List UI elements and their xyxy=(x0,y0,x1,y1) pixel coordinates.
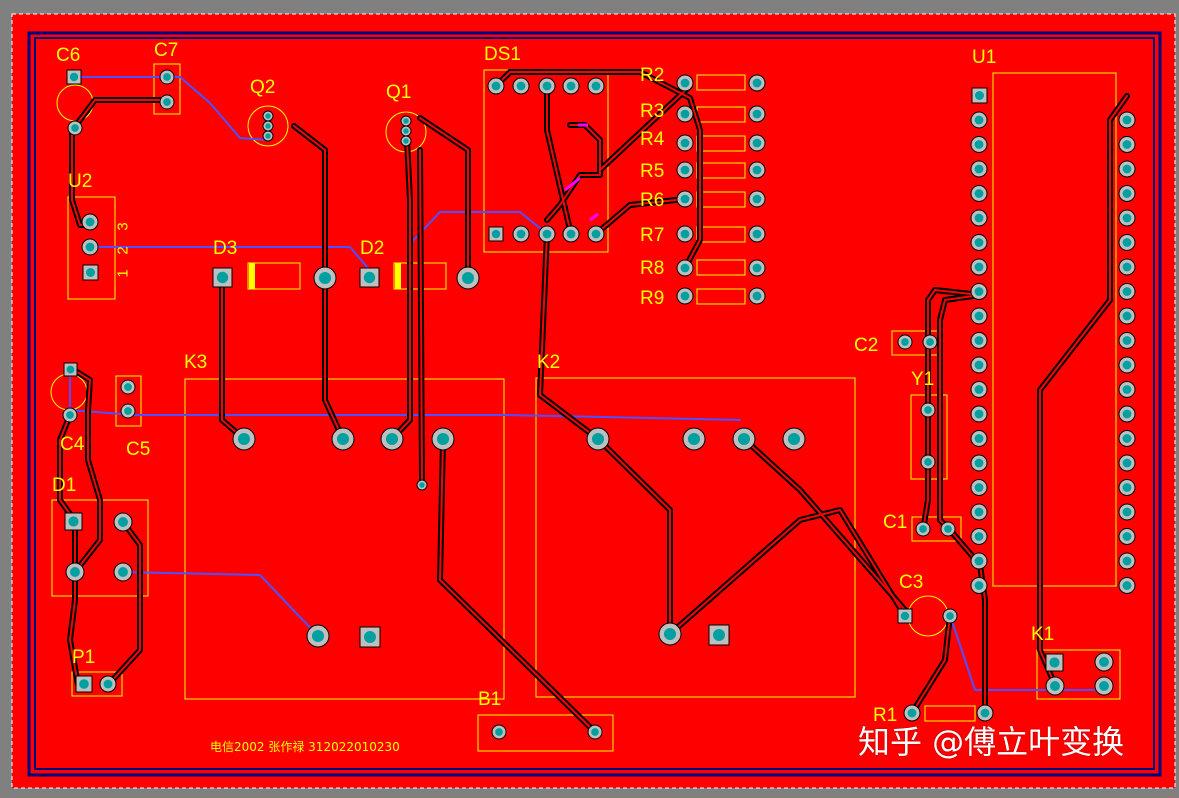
designator-r3: R3 xyxy=(640,101,665,122)
designator-c5: C5 xyxy=(126,439,151,460)
designator-r9: R9 xyxy=(640,288,665,309)
board-edge xyxy=(11,13,1176,789)
designator-r2: R2 xyxy=(640,65,665,86)
designator-r4: R4 xyxy=(640,129,665,150)
designator-d2: D2 xyxy=(360,238,385,259)
designator-ds1: DS1 xyxy=(484,44,521,65)
designator-q1: Q1 xyxy=(386,82,412,103)
designator-c4: C4 xyxy=(60,434,85,455)
designator-r5: R5 xyxy=(640,161,665,182)
designator-c2: C2 xyxy=(854,335,879,356)
keepout-outer xyxy=(27,31,1162,777)
designator-k3: K3 xyxy=(184,352,208,373)
designator-r8: R8 xyxy=(640,258,665,279)
top-tracks-fill xyxy=(59,71,1128,733)
designator-p1: P1 xyxy=(72,647,96,668)
credit-text: 电信2002 张作禄 312022010230 xyxy=(210,740,400,754)
pad-holes xyxy=(66,72,1132,736)
designator-u1: U1 xyxy=(972,47,997,68)
designator-c6: C6 xyxy=(56,45,81,66)
designator-r1: R1 xyxy=(873,705,898,726)
keepout-inner xyxy=(34,37,1155,770)
diode-cathode-bands xyxy=(249,263,401,289)
designator-c3: C3 xyxy=(899,572,924,593)
designator-q2: Q2 xyxy=(250,77,276,98)
designator-r6: R6 xyxy=(640,190,665,211)
designator-c7: C7 xyxy=(154,40,179,61)
square-pads xyxy=(63,69,1064,693)
magenta-segments xyxy=(564,123,599,222)
u2-pin-3-label: 3 xyxy=(114,222,132,231)
designator-d1: D1 xyxy=(52,475,77,496)
designator-c1: C1 xyxy=(883,512,908,533)
designator-b1: B1 xyxy=(478,689,502,710)
watermark: 知乎 @傅立叶变换 xyxy=(858,723,1125,761)
u2-pin-2-label: 2 xyxy=(114,246,132,255)
designator-k2: K2 xyxy=(537,352,561,373)
designator-u2: U2 xyxy=(68,171,93,192)
designator-r7: R7 xyxy=(640,225,665,246)
u2-pin-1-label: 1 xyxy=(114,269,132,278)
designator-y1: Y1 xyxy=(911,369,935,390)
u1-pin-pads xyxy=(970,111,1136,594)
designator-k1: K1 xyxy=(1031,624,1055,645)
designator-d3: D3 xyxy=(213,238,238,259)
